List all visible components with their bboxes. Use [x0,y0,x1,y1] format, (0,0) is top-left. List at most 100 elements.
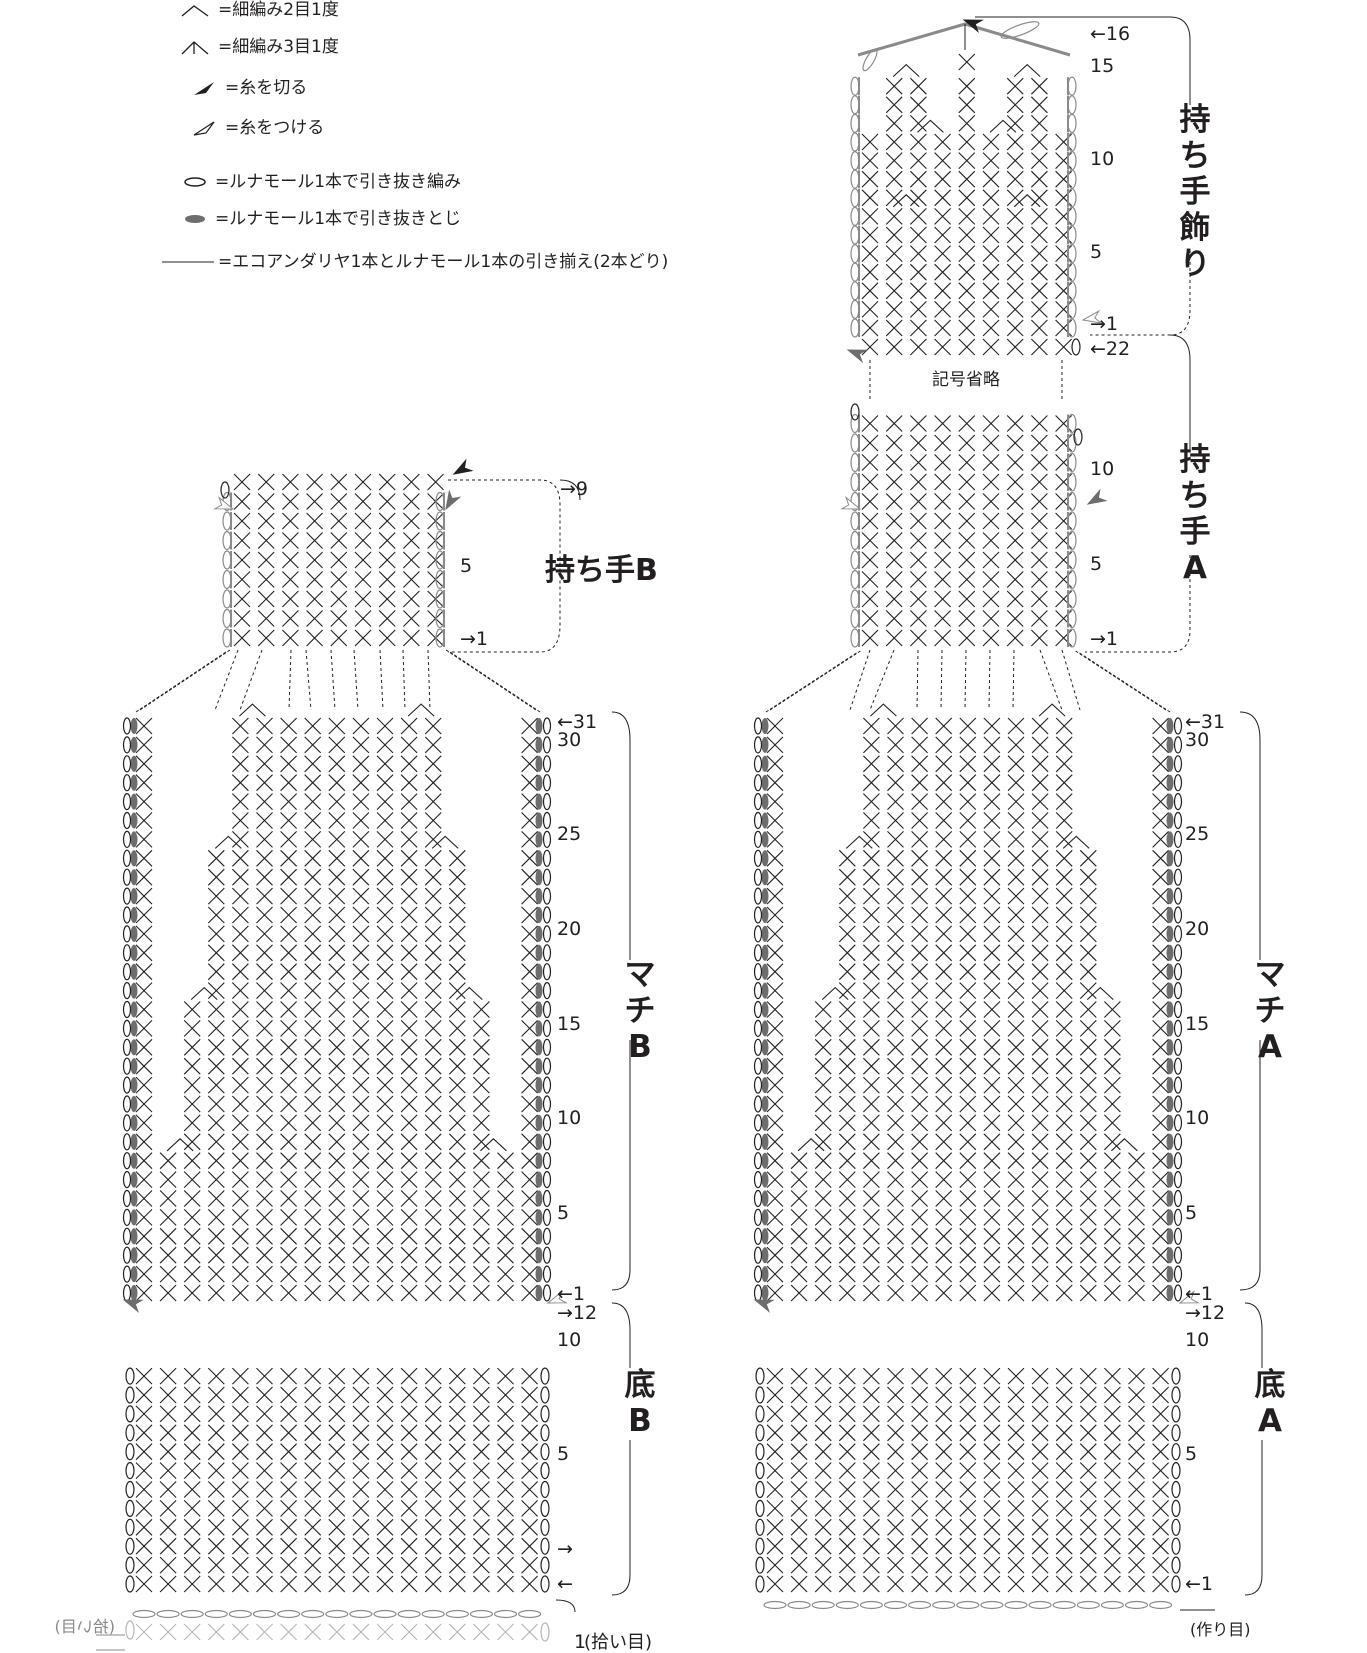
sc-stitch [424,868,442,886]
sc-stitch [352,1190,370,1207]
slip-stitch [1067,413,1077,434]
dec-stitch [845,835,873,849]
sc-stitch [376,1001,394,1018]
sc-stitch [352,1481,370,1498]
sc-stitch [257,571,275,588]
sc-stitch [1007,925,1025,943]
row-number: 5 [1185,1443,1197,1465]
slip-stitch [122,830,132,849]
sc-stitch [935,1114,953,1132]
sc-stitch [863,887,880,905]
slip-stitch [1173,736,1183,754]
sc-stitch [983,1556,1001,1574]
slip-stitch [125,1518,135,1536]
legend-join-yarn: =糸をつける [185,118,324,138]
sc-stitch [983,1424,1001,1442]
sc-stitch [1007,831,1025,848]
sc-stitch [887,1057,904,1075]
sc-stitch [1031,96,1048,114]
sc-stitch [1079,1246,1097,1264]
guide-line [135,651,227,713]
sc-stitch [766,1038,784,1056]
sc-stitch [1152,1152,1169,1170]
sc-stitch [352,1057,370,1075]
sc-stitch [473,1265,490,1283]
sc-stitch [135,1500,153,1517]
sc-stitch [1006,319,1024,337]
sc-stitch [473,1575,490,1593]
guide-line [402,649,406,711]
sc-stitch [935,1367,953,1385]
bracket [1239,711,1261,960]
sc-stitch [352,1095,370,1113]
sc-stitch [863,1209,880,1226]
sc-stitch [1055,793,1073,810]
slip-stitch [222,628,232,648]
sc-stitch [766,1537,784,1555]
sc-stitch [1031,1038,1049,1056]
sc-stitch [183,1152,201,1170]
sc-stitch [983,1114,1001,1132]
sc-stitch [982,551,1000,569]
slip-join [761,888,769,905]
sc-stitch [304,1227,322,1245]
slip-stitch [1073,428,1083,446]
slip-stitch [850,433,860,453]
sc-stitch [885,77,903,95]
slip-stitch [540,1367,550,1385]
sc-stitch [497,1190,514,1207]
slip-stitch [755,1405,765,1423]
sc-stitch [328,1424,346,1442]
sc-stitch [328,1367,346,1385]
sc-stitch [1128,1190,1145,1207]
sc-stitch [448,1556,466,1574]
sc-stitch [376,944,394,962]
sc-stitch [207,1443,225,1461]
sc-stitch [304,1518,322,1536]
sc-stitch [983,868,1001,886]
sc-stitch [861,473,879,491]
sc-stitch [1128,1575,1145,1593]
slip-stitch [1067,550,1077,570]
sc-stitch [1031,944,1049,962]
sc-stitch [861,415,879,432]
bracket [1244,1302,1263,1368]
sc-stitch [911,1284,928,1302]
sc-stitch [934,610,951,627]
slip-join [1166,1190,1174,1207]
sc-stitch [328,1038,346,1056]
sc-stitch [911,1367,928,1385]
sc-stitch [887,1020,904,1037]
sc-stitch [306,590,323,608]
slip-join [1166,1285,1174,1301]
sc-stitch [1031,1209,1049,1226]
sc-stitch [473,1481,490,1498]
sc-stitch [400,1038,418,1056]
sc-stitch [207,1152,225,1170]
sc-stitch [256,1575,273,1593]
slip-stitch [222,530,232,551]
sc-stitch [328,1246,346,1264]
sc-stitch [354,590,372,608]
row-number: 10 [557,1107,581,1129]
sc-stitch [910,512,927,530]
sc-stitch [1007,1133,1025,1151]
sc-stitch [1104,1076,1121,1094]
slip-join [761,812,769,829]
sc-stitch [863,1076,880,1094]
sc-stitch [1055,906,1073,924]
sc-stitch [983,1246,1001,1264]
sc-stitch [183,1076,201,1094]
picked-up-label: (拾い目) [584,1632,652,1653]
slip-join [535,1152,543,1169]
sc-stitch [521,1095,538,1113]
sc-stitch [983,1265,1001,1283]
sc-stitch [1055,1537,1073,1555]
sc-stitch [376,1537,394,1555]
sc-stitch [424,812,442,829]
sc-stitch [1079,1076,1097,1094]
sc-stitch [448,1284,466,1302]
sc-stitch [328,1443,346,1461]
sc-stitch [376,831,394,848]
sc-stitch [911,1462,928,1479]
